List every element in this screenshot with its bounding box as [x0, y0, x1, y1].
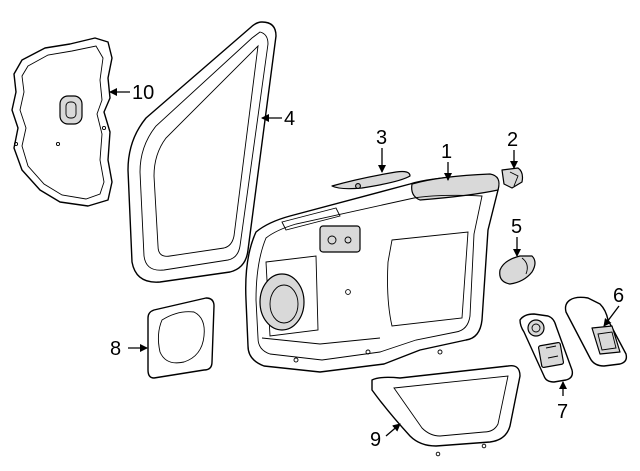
part-3-pull-handle: [331, 170, 411, 190]
callout-9: 9: [370, 429, 381, 451]
part-2-retainer-clip: [501, 167, 524, 189]
part-8-speaker-grille: [147, 297, 215, 379]
part-4-glass-run-panel: [127, 21, 277, 283]
callout-1: 1: [441, 141, 452, 163]
callout-6: 6: [613, 285, 624, 307]
part-5-trim-cap: [499, 255, 536, 285]
part-10-water-shield: [11, 37, 113, 207]
callout-3: 3: [376, 127, 387, 149]
leader-9: [385, 423, 401, 437]
callout-8: 8: [110, 338, 121, 360]
callout-numbers: 1 2 3 4 5 6 7 8 9 10: [110, 82, 624, 451]
leader-6: [603, 305, 620, 327]
callout-5: 5: [511, 216, 522, 238]
callout-10: 10: [132, 82, 154, 104]
part-9-map-pocket: [371, 365, 521, 457]
callout-2: 2: [507, 129, 518, 151]
part-7-master-switch: [519, 313, 574, 383]
part-1-door-trim-panel: [245, 173, 500, 373]
callout-4: 4: [284, 108, 295, 130]
callout-7: 7: [557, 401, 568, 423]
leader-lines: [109, 88, 620, 437]
